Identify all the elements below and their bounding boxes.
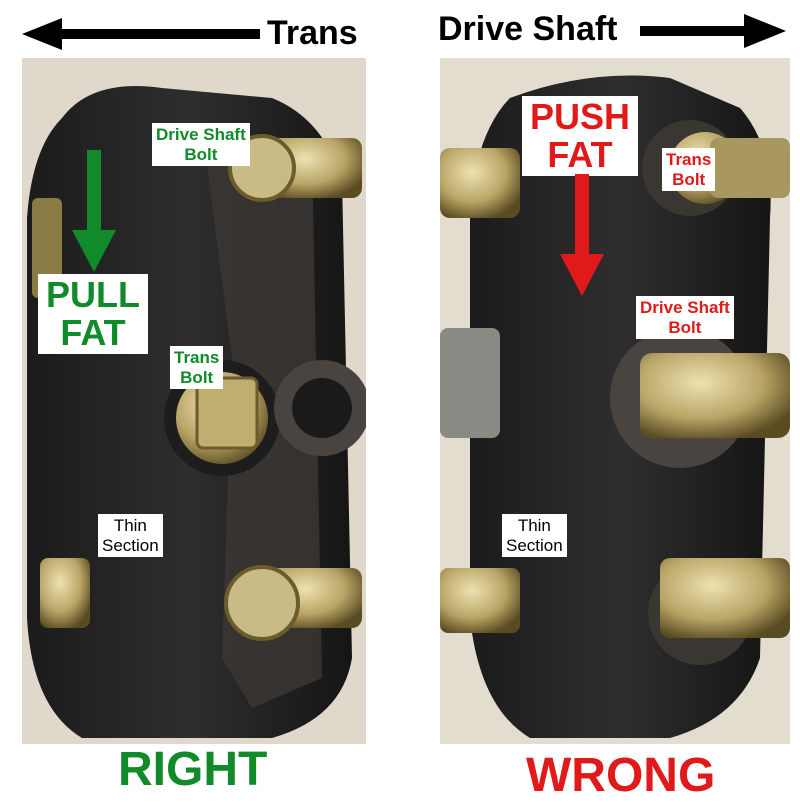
arrow-left-icon (22, 18, 260, 50)
right-coupler-illustration (440, 58, 790, 744)
right-drive-shaft-bolt-label: Drive Shaft Bolt (636, 296, 734, 340)
left-thin-section-label: Thin Section (98, 514, 163, 558)
left-trans-bolt-label: Trans Bolt (170, 346, 224, 390)
arrow-down-icon (560, 174, 604, 296)
header-trans-label: Trans (267, 14, 358, 52)
verdict-right: RIGHT (118, 743, 268, 796)
verdict-wrong: WRONG (526, 749, 716, 802)
push-fat-label: PUSH FAT (522, 96, 639, 176)
right-photo: PUSH FAT Trans Bolt Drive Shaft Bolt Thi… (440, 58, 790, 744)
left-photo: PULL FAT Drive Shaft Bolt Trans Bolt Thi… (22, 58, 366, 744)
arrow-right-icon (640, 14, 786, 48)
right-trans-bolt-label: Trans Bolt (662, 148, 716, 192)
pull-fat-label: PULL FAT (38, 274, 148, 354)
left-coupler-illustration (22, 58, 366, 744)
left-drive-shaft-bolt-label: Drive Shaft Bolt (152, 123, 250, 167)
right-thin-section-label: Thin Section (502, 514, 567, 558)
header-drive-shaft-label: Drive Shaft (438, 10, 618, 48)
arrow-down-icon (72, 150, 116, 272)
